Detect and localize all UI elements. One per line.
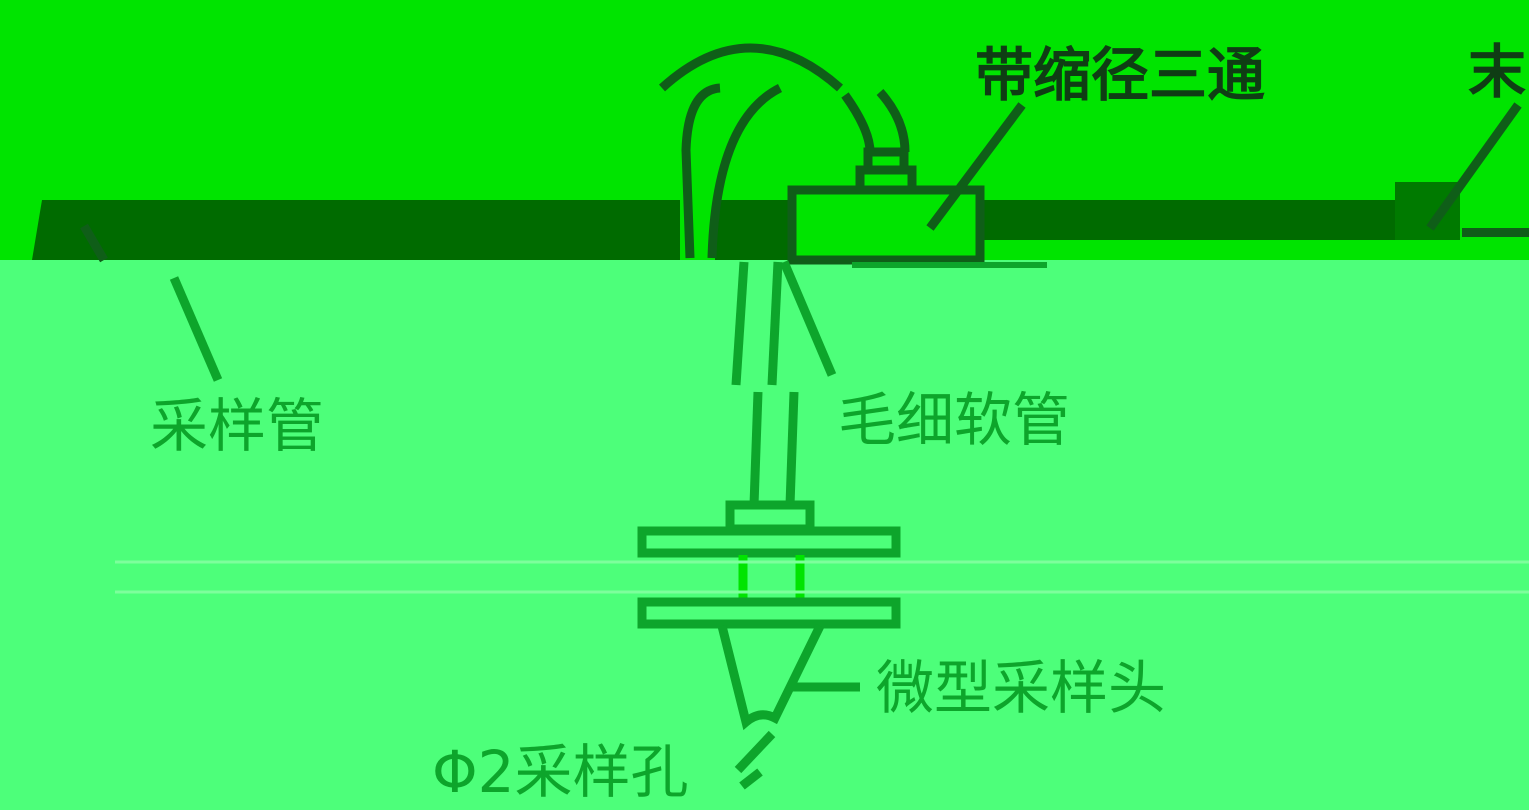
tee-label: 带缩径三通: [975, 41, 1265, 109]
tee-bottom-edge: [852, 262, 1047, 268]
main-sampling-pipe: [32, 200, 1400, 260]
leader-lines: [80, 223, 860, 790]
reducing-tee: [787, 102, 1026, 265]
capillary-hose-label: 毛细软管: [838, 386, 1070, 454]
capillary-hose-down: [731, 261, 799, 506]
end-cap-label: 末: [1468, 38, 1526, 106]
end-cap: [1395, 102, 1529, 240]
sampling-pipe-label: 采样管: [150, 392, 324, 460]
capillary-hose-arch: [658, 43, 910, 259]
micro-sampling-head-label: 微型采样头: [876, 654, 1166, 722]
sampling-hole-label: Φ2采样孔: [432, 738, 689, 806]
micro-sampling-head: [637, 500, 901, 731]
